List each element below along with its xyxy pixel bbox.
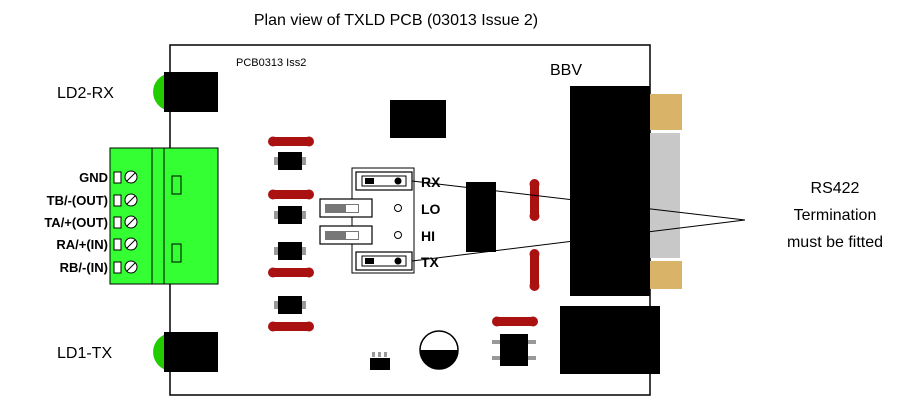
- diode: [274, 296, 306, 314]
- annotation-line-1: RS422: [811, 180, 860, 197]
- jumper-rx: [355, 171, 413, 191]
- connector-block: [560, 306, 660, 374]
- jumper-hi: [319, 225, 402, 245]
- led-tx-dome: [153, 334, 166, 370]
- terminal-label-rb-in: RB/-(IN): [60, 260, 108, 275]
- led-tx: [153, 332, 218, 372]
- terminal-pin: [113, 261, 122, 274]
- ic-chip: [466, 182, 496, 252]
- d-connector: [570, 86, 682, 296]
- pointer-lines: [411, 180, 746, 262]
- connector-label: BBV: [550, 62, 582, 79]
- terminal-label-tb-out: TB/-(OUT): [47, 193, 108, 208]
- led-rx-dome: [153, 74, 166, 110]
- diode: [274, 206, 306, 224]
- jumper-lo: [319, 198, 402, 218]
- diode: [274, 152, 306, 170]
- jumper-label-lo: LO: [421, 201, 441, 217]
- transistor: [492, 334, 536, 366]
- small-component: [370, 352, 390, 370]
- jumper-tx: [355, 251, 413, 271]
- resistor: [268, 189, 314, 200]
- terminal-pin: [113, 238, 122, 251]
- led-tx-label: LD1-TX: [57, 345, 112, 362]
- silkscreen-label: PCB0313 Iss2: [236, 57, 306, 69]
- resistor: [268, 267, 314, 278]
- diode: [274, 242, 306, 260]
- resistor: [268, 136, 314, 147]
- led-tx-body: [164, 332, 218, 372]
- terminal-pin: [113, 171, 122, 184]
- diagram-title: Plan view of TXLD PCB (03013 Issue 2): [254, 12, 538, 29]
- terminal-label-gnd: GND: [79, 170, 108, 185]
- resistor: [529, 179, 540, 221]
- annotation-line-2: Termination: [794, 207, 877, 224]
- terminal-pin: [113, 194, 122, 207]
- jumper-label-tx: TX: [421, 254, 440, 270]
- resistor: [268, 321, 314, 332]
- resistor: [529, 249, 540, 291]
- led-rx-label: LD2-RX: [57, 85, 114, 102]
- terminal-label-ta-out: TA/+(OUT): [44, 215, 108, 230]
- resistor: [492, 316, 538, 327]
- terminal-pin: [113, 216, 122, 229]
- annotation-line-3: must be fitted: [787, 234, 883, 251]
- led-rx: [153, 72, 218, 112]
- ic-chip: [390, 100, 446, 138]
- terminal-label-ra-in: RA/+(IN): [56, 237, 108, 252]
- jumper-label-hi: HI: [421, 228, 435, 244]
- jumper-label-rx: RX: [421, 174, 441, 190]
- capacitor: [419, 330, 459, 370]
- led-rx-body: [164, 72, 218, 112]
